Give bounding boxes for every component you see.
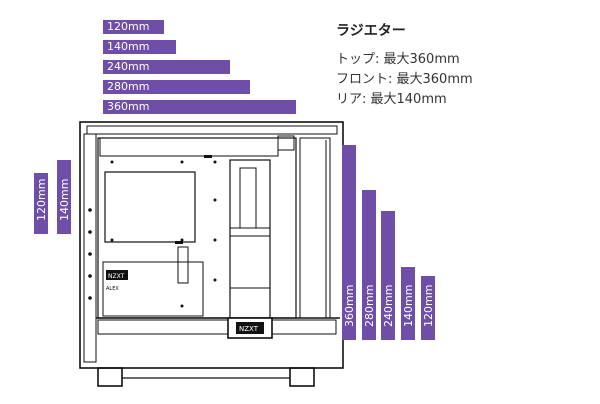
top-radiator-360-bar: 360mm bbox=[103, 100, 296, 114]
spec-front: フロント: 最大360mm bbox=[336, 72, 473, 87]
spec-rear: リア: 最大140mm bbox=[336, 92, 447, 107]
bar-label: 360mm bbox=[343, 284, 356, 327]
info-title: ラジエター bbox=[336, 23, 406, 39]
board-logo-text: NZXT bbox=[108, 273, 125, 280]
front-radiator-140-bar: 140mm bbox=[57, 160, 71, 234]
bar-label: 120mm bbox=[422, 284, 435, 327]
psu-logo-text: NZXT bbox=[239, 325, 259, 333]
side-radiator-280-bar: 280mm bbox=[362, 190, 376, 340]
side-radiator-360-bar: 360mm bbox=[342, 145, 356, 340]
bar-label: 120mm bbox=[35, 178, 48, 221]
bar-label: 280mm bbox=[363, 284, 376, 327]
bar-label: 140mm bbox=[402, 284, 415, 327]
bar-label: 120mm bbox=[107, 20, 150, 33]
bar-label: 240mm bbox=[382, 284, 395, 327]
top-radiator-140-bar: 140mm bbox=[103, 40, 176, 54]
case-outline bbox=[79, 121, 344, 369]
case-foot-left bbox=[97, 367, 123, 387]
psu-logo bbox=[236, 322, 264, 334]
top-radiator-240-bar: 240mm bbox=[103, 60, 230, 74]
side-radiator-240-bar: 240mm bbox=[381, 211, 395, 340]
top-radiator-120-bar: 120mm bbox=[103, 20, 164, 34]
top-radiator-280-bar: 280mm bbox=[103, 80, 250, 94]
bar-label: 280mm bbox=[107, 80, 150, 93]
case-foot-right bbox=[289, 367, 315, 387]
bar-label: 140mm bbox=[58, 178, 71, 221]
front-radiator-120-bar: 120mm bbox=[34, 173, 48, 234]
board-logo bbox=[106, 270, 128, 280]
board-text: ALEX bbox=[106, 286, 119, 292]
side-radiator-120-bar: 120mm bbox=[421, 276, 435, 340]
bar-label: 360mm bbox=[107, 100, 150, 113]
spec-top: トップ: 最大360mm bbox=[336, 52, 460, 67]
bar-label: 140mm bbox=[107, 40, 150, 53]
bar-label: 240mm bbox=[107, 60, 150, 73]
side-radiator-140-bar: 140mm bbox=[401, 267, 415, 340]
radiator-info: ラジエター トップ: 最大360mm フロント: 最大360mm リア: 最大1… bbox=[336, 20, 473, 110]
